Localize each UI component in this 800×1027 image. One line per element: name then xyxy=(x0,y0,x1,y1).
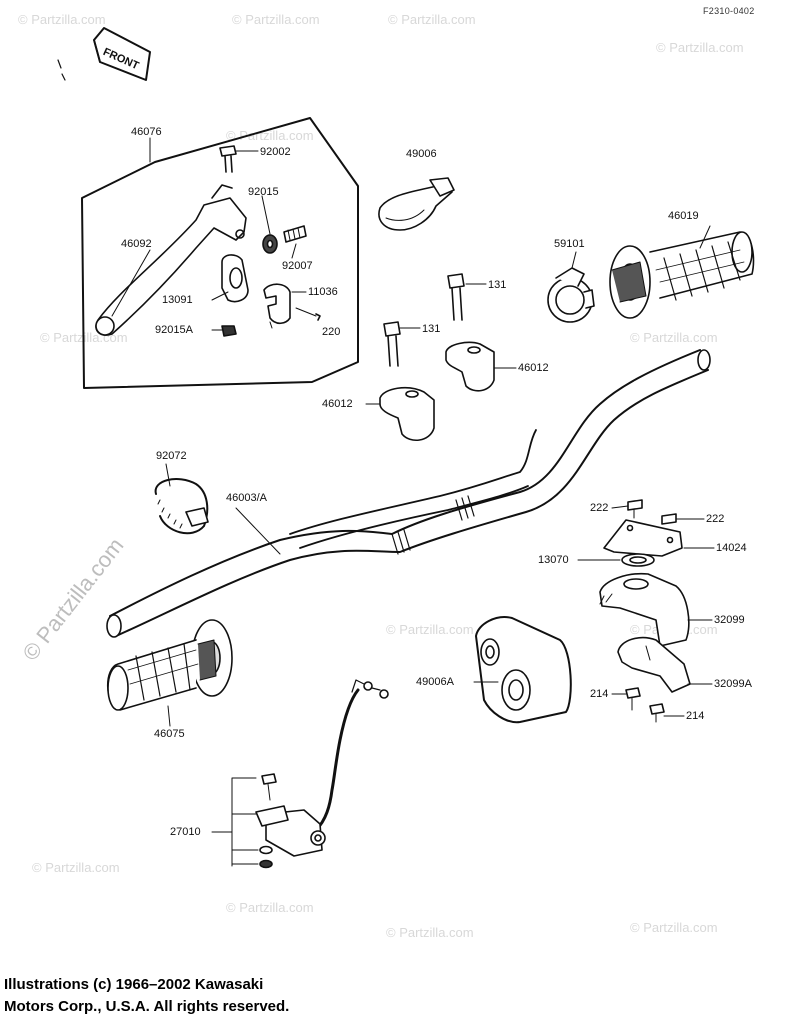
part-label: 222 xyxy=(590,502,609,514)
gasket-13070 xyxy=(577,553,655,567)
cover-49006 xyxy=(378,177,455,231)
part-label: 222 xyxy=(706,513,725,525)
part-label: 46012 xyxy=(322,398,353,410)
washer-92015 xyxy=(261,195,278,254)
part-label: 11036 xyxy=(308,286,338,298)
screw-214-left xyxy=(625,687,641,711)
part-label: 46075 xyxy=(154,728,185,740)
holder-46012-upper xyxy=(445,341,495,392)
pulley-59101 xyxy=(547,251,595,323)
watermark: © Partzilla.com xyxy=(656,40,744,55)
screw-214-right xyxy=(649,703,685,723)
watermark: © Partzilla.com xyxy=(18,12,106,27)
watermark: © Partzilla.com xyxy=(232,12,320,27)
part-label: 13070 xyxy=(538,554,569,566)
bolt-131-upper xyxy=(447,273,465,321)
leader-lines xyxy=(111,137,715,695)
part-label: 46076 xyxy=(131,126,162,138)
part-label: 220 xyxy=(322,326,341,338)
part-label: 46019 xyxy=(668,210,699,222)
plate-14024 xyxy=(603,519,683,557)
part-label: 13091 xyxy=(162,294,193,306)
part-label: 59101 xyxy=(554,238,585,250)
part-label: 46092 xyxy=(121,238,152,250)
part-label: 92072 xyxy=(156,450,187,462)
watermark: © Partzilla.com xyxy=(630,920,718,935)
watermark: © Partzilla.com xyxy=(388,12,476,27)
part-label: 92002 xyxy=(260,146,291,158)
holder-13091 xyxy=(221,254,249,303)
watermark: © Partzilla.com xyxy=(32,860,120,875)
clutch-lever xyxy=(95,184,247,336)
screw-222-right xyxy=(661,513,705,525)
part-label: 92007 xyxy=(282,260,313,272)
part-label: 131 xyxy=(488,279,507,291)
diagram-code: F2310-0402 xyxy=(703,6,755,16)
part-label: 214 xyxy=(686,710,705,722)
part-label: 214 xyxy=(590,688,609,700)
nut-92015A xyxy=(221,325,237,337)
copyright-line-1: Illustrations (c) 1966–2002 Kawasaki xyxy=(4,976,264,993)
screw-220 xyxy=(295,307,321,321)
band-92072 xyxy=(154,478,209,535)
copyright-line-2: Motors Corp., U.S.A. All rights reserved… xyxy=(4,998,290,1015)
part-label: 92015A xyxy=(155,324,193,336)
throttle-grip-46019 xyxy=(609,231,755,319)
part-label: 46012 xyxy=(518,362,549,374)
bolt-92002 xyxy=(219,145,259,173)
part-label: 92015 xyxy=(248,186,279,198)
front-arrow-icon xyxy=(57,27,151,81)
housing-32099A xyxy=(617,636,713,693)
holder-46012-lower xyxy=(379,386,435,441)
part-label: 32099 xyxy=(714,614,745,626)
left-grip-46075 xyxy=(107,619,233,727)
watermark: © Partzilla.com xyxy=(386,925,474,940)
lever-assembly-box xyxy=(81,117,359,389)
adjuster-92007 xyxy=(283,225,307,259)
bolt-131-lower xyxy=(383,321,401,367)
switch-27010 xyxy=(211,679,389,869)
screw-222-left xyxy=(627,499,643,519)
throttle-case-49006A xyxy=(473,616,572,724)
clamp-11036 xyxy=(263,283,307,329)
part-label: 131 xyxy=(422,323,441,335)
part-label: 49006A xyxy=(416,676,454,688)
part-label: 32099A xyxy=(714,678,752,690)
watermark: © Partzilla.com xyxy=(226,128,314,143)
part-label: 27010 xyxy=(170,826,201,838)
watermark: © Partzilla.com xyxy=(386,622,474,637)
watermark: © Partzilla.com xyxy=(630,330,718,345)
part-label: 14024 xyxy=(716,542,747,554)
housing-32099 xyxy=(599,572,713,647)
watermark: © Partzilla.com xyxy=(226,900,314,915)
handlebar-46003A xyxy=(106,349,711,638)
part-label: 49006 xyxy=(406,148,437,160)
part-label: 46003/A xyxy=(226,492,267,504)
